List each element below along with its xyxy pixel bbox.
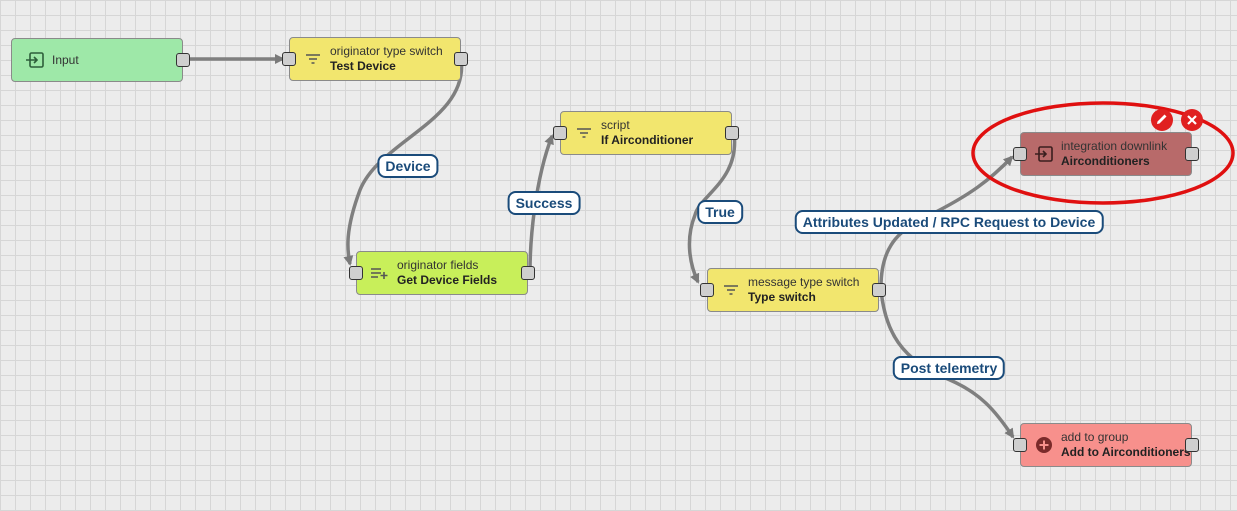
input-icon: [24, 49, 46, 71]
node-name-label: Add to Airconditioners: [1061, 445, 1191, 459]
node-script[interactable]: script If Airconditioner: [553, 111, 739, 155]
delete-node-button[interactable]: [1181, 109, 1203, 131]
delete-icon: [1187, 113, 1197, 128]
link-label-post-telemetry[interactable]: Post telemetry: [892, 356, 1006, 380]
link-label-success[interactable]: Success: [507, 191, 581, 215]
link-label-attributes-rpc[interactable]: Attributes Updated / RPC Request to Devi…: [794, 210, 1104, 234]
edit-icon: [1156, 113, 1168, 128]
output-port[interactable]: [725, 126, 739, 140]
filter-icon: [720, 279, 742, 301]
input-port[interactable]: [282, 52, 296, 66]
filter-icon: [302, 48, 324, 70]
link-type-switch-to-fields[interactable]: [343, 57, 464, 266]
selection-highlight-ellipse: [971, 101, 1235, 205]
input-port[interactable]: [700, 283, 714, 297]
filter-icon: [573, 122, 595, 144]
node-type-label: integration downlink: [1061, 139, 1168, 153]
node-integration-downlink[interactable]: integration downlink Airconditioners: [1013, 132, 1199, 176]
node-originator-fields[interactable]: originator fields Get Device Fields: [349, 251, 535, 295]
input-port[interactable]: [1013, 147, 1027, 161]
input-port[interactable]: [349, 266, 363, 280]
node-originator-type-switch[interactable]: originator type switch Test Device: [282, 37, 468, 81]
edit-node-button[interactable]: [1151, 109, 1173, 131]
node-name-label: If Airconditioner: [601, 133, 694, 147]
output-port[interactable]: [521, 266, 535, 280]
output-port[interactable]: [1185, 438, 1199, 452]
output-port[interactable]: [872, 283, 886, 297]
input-port[interactable]: [1013, 438, 1027, 452]
node-input[interactable]: Input: [11, 38, 190, 82]
node-type-label: message type switch: [748, 275, 860, 289]
node-name-label: Type switch: [748, 290, 816, 304]
enrichment-icon: [369, 262, 391, 284]
input-icon: [1033, 143, 1055, 165]
output-port[interactable]: [454, 52, 468, 66]
node-name-label: Get Device Fields: [397, 273, 498, 287]
node-type-label: originator type switch: [330, 44, 443, 58]
link-label-true[interactable]: True: [697, 200, 743, 224]
add-circle-icon: [1033, 434, 1055, 456]
link-script-to-type-switch2[interactable]: [687, 132, 737, 284]
output-port[interactable]: [1185, 147, 1199, 161]
output-port[interactable]: [176, 53, 190, 67]
node-message-type-switch[interactable]: message type switch Type switch: [700, 268, 886, 312]
node-name-label: Airconditioners: [1061, 154, 1150, 168]
node-input-label: Input: [52, 53, 79, 67]
node-name-label: Test Device: [330, 59, 396, 73]
node-type-label: add to group: [1061, 430, 1129, 444]
input-port[interactable]: [553, 126, 567, 140]
node-type-label: originator fields: [397, 258, 479, 272]
link-label-device[interactable]: Device: [377, 154, 439, 178]
node-type-label: script: [601, 118, 630, 132]
node-add-to-group[interactable]: add to group Add to Airconditioners: [1013, 423, 1199, 467]
